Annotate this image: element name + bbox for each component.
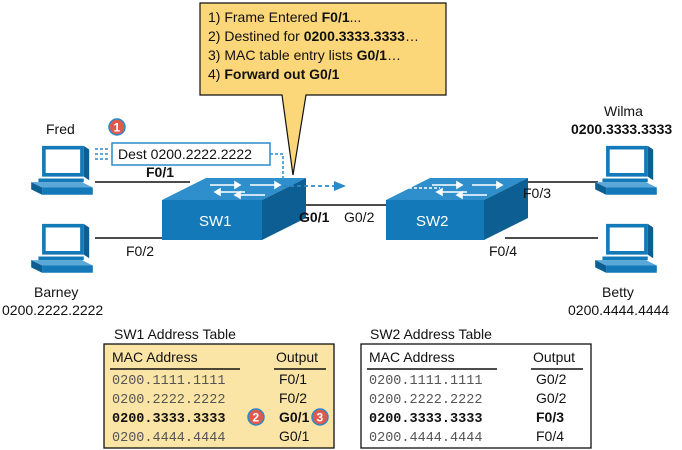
sw2-row-output: G0/2 [536,390,567,406]
sw2-row-output: F0/4 [536,428,564,444]
callout-box: 1) Frame Entered F0/1... 2) Destined for… [199,2,447,176]
barney-label: Barney [34,284,78,300]
barney-pc-icon [31,223,93,273]
barney-mac: 0200.2222.2222 [2,302,103,318]
sw2-row-mac-highlight: 0200.3333.3333 [369,412,482,427]
sw1-row-output-highlight: G0/1 [279,409,310,425]
frame-box: Dest 0200.2222.2222 [95,142,284,186]
sw2-label: SW2 [416,213,449,230]
port-sw1-g01: G0/1 [299,209,330,225]
fred-pc-icon [31,145,93,195]
sw1-row-output: G0/1 [279,428,310,444]
port-sw2-f03: F0/3 [523,185,551,201]
sw1-label: SW1 [199,213,232,230]
sw1-table-title: SW1 Address Table [114,326,236,342]
svg-text:2: 2 [253,411,260,425]
sw2-row-mac: 0200.1111.1111 [369,374,482,389]
sw1-row-mac: 0200.4444.4444 [112,431,225,446]
frame-label: Dest 0200.2222.2222 [118,146,252,162]
sw1-switch: SW1 [162,178,306,240]
sw2-row-mac: 0200.2222.2222 [369,393,482,408]
wilma-label: Wilma [604,103,643,119]
sw2-table-title: SW2 Address Table [370,326,492,342]
callout-line-3: 3) MAC table entry lists G0/1… [208,47,401,63]
sw1-row-mac: 0200.1111.1111 [112,374,225,389]
sw2-row-output: G0/2 [536,371,567,387]
sw1-row-mac: 0200.2222.2222 [112,393,225,408]
sw1-header-output: Output [276,349,318,365]
wilma-mac: 0200.3333.3333 [571,121,672,137]
sw2-header-output: Output [533,349,575,365]
sw2-arrows-icon [432,180,504,200]
betty-label: Betty [602,284,634,300]
sw1-row-output: F0/1 [279,371,307,387]
sw2-address-table: MAC Address Output 0200.1111.1111 G0/2 0… [360,343,592,449]
callout-line-2: 2) Destined for 0200.3333.3333… [208,28,419,44]
sw1-arrows-icon [210,180,282,200]
sw1-row-mac-highlight: 0200.3333.3333 [112,412,225,427]
step-badge-3: 3 [311,408,329,426]
port-sw1-f01: F0/1 [146,164,174,180]
step-badge-2: 2 [247,408,265,426]
sw1-address-table: MAC Address Output 0200.1111.1111 F0/1 0… [103,343,335,449]
sw2-switch: SW2 [386,178,528,240]
forward-arrow [283,181,346,191]
svg-text:3: 3 [317,411,324,425]
wilma-pc-icon [595,145,657,195]
fred-label: Fred [46,121,75,137]
port-sw2-f04: F0/4 [489,243,517,259]
callout-line-1: 1) Frame Entered F0/1... [208,9,361,25]
betty-mac: 0200.4444.4444 [568,302,669,318]
sw2-row-output-highlight: F0/3 [536,409,564,425]
sw1-row-output: F0/2 [279,390,307,406]
step-badge-1: 1 [108,118,126,136]
port-sw1-f02: F0/2 [126,243,154,259]
sw2-row-mac: 0200.4444.4444 [369,431,482,446]
svg-text:1: 1 [114,121,121,135]
sw1-header-mac: MAC Address [112,349,198,365]
port-sw2-g02: G0/2 [344,209,375,225]
sw2-header-mac: MAC Address [369,349,455,365]
betty-pc-icon [595,223,657,273]
callout-line-4: 4) Forward out G0/1 [208,66,340,82]
